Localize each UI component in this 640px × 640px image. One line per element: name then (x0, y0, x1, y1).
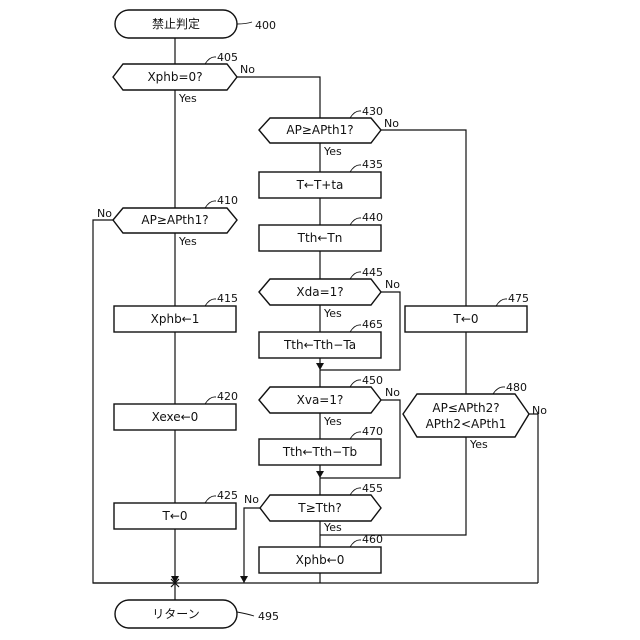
branch-label-yes: Yes (323, 415, 342, 428)
branch-label-yes: Yes (178, 92, 197, 105)
process-460: Xphb←0 460 (259, 533, 383, 573)
ref-leader (350, 325, 361, 332)
decision-445: Xda=1? 445 No Yes (259, 266, 400, 320)
branch-label-yes: Yes (323, 521, 342, 534)
process-425: T←0 425 (114, 489, 238, 529)
decision-430: AP≥APth1? 430 No Yes (259, 105, 399, 158)
ref-number-475: 475 (508, 292, 529, 305)
decision-445-label: Xda=1? (296, 285, 343, 299)
decision-450: Xva=1? 450 No Yes (259, 374, 400, 428)
process-440: Tth←Tn 440 (259, 211, 383, 251)
ref-leader (205, 496, 216, 503)
ref-number-445: 445 (362, 266, 383, 279)
branch-label-yes: Yes (323, 145, 342, 158)
branch-label-yes: Yes (469, 438, 488, 451)
branch-label-no: No (97, 207, 112, 220)
ref-number-450: 450 (362, 374, 383, 387)
process-420: Xexe←0 420 (114, 390, 238, 430)
ref-number-470: 470 (362, 425, 383, 438)
ref-number-420: 420 (217, 390, 238, 403)
process-465-label: Tth←Tth−Ta (283, 338, 356, 352)
ref-number-465: 465 (362, 318, 383, 331)
decision-455-label: T≥Tth? (297, 501, 341, 515)
process-435-label: T←T+ta (296, 178, 344, 192)
ref-number-435: 435 (362, 158, 383, 171)
arrowhead (240, 576, 248, 583)
ref-leader (350, 540, 361, 547)
ref-number-410: 410 (217, 194, 238, 207)
branch-label-no: No (385, 386, 400, 399)
branch-label-yes: Yes (323, 307, 342, 320)
arrowhead (316, 471, 324, 478)
process-475: T←0 475 (405, 292, 529, 332)
terminal-start-label: 禁止判定 (152, 16, 200, 31)
ref-leader (496, 299, 507, 306)
branch-label-no: No (532, 404, 547, 417)
ref-number-425: 425 (217, 489, 238, 502)
connector-405-no (237, 77, 320, 118)
decision-405: Xphb=0? 405 No Yes (113, 51, 255, 105)
connector-455-no (244, 508, 260, 583)
ref-leader (205, 57, 216, 64)
process-415-label: Xphb←1 (151, 312, 200, 326)
terminal-end-label: リターン (152, 607, 199, 621)
branch-label-no: No (240, 63, 255, 76)
branch-label-no: No (384, 117, 399, 130)
branch-label-yes: Yes (178, 235, 197, 248)
process-465: Tth←Tth−Ta 465 (259, 318, 383, 358)
process-470-label: Tth←Tth−Tb (282, 445, 357, 459)
ref-number-480: 480 (506, 381, 527, 394)
process-440-label: Tth←Tn (297, 231, 343, 245)
process-425-label: T←0 (161, 509, 187, 523)
branch-label-no: No (244, 493, 259, 506)
ref-leader (205, 299, 216, 306)
ref-number-400: 400 (255, 19, 276, 32)
decision-410-label: AP≥APth1? (141, 213, 208, 227)
ref-number-405: 405 (217, 51, 238, 64)
terminal-start: 禁止判定 400 (115, 10, 276, 38)
ref-leader (350, 218, 361, 225)
process-460-label: Xphb←0 (296, 553, 345, 567)
ref-leader (350, 165, 361, 172)
ref-leader (237, 22, 252, 24)
ref-leader (350, 272, 361, 279)
ref-leader (350, 432, 361, 439)
decision-405-label: Xphb=0? (147, 70, 202, 84)
process-475-label: T←0 (452, 312, 478, 326)
decision-480-label-line1: AP≤APth2? (432, 401, 499, 415)
decision-455: T≥Tth? 455 No Yes (244, 482, 383, 534)
process-435: T←T+ta 435 (259, 158, 383, 198)
ref-leader (493, 387, 505, 394)
process-420-label: Xexe←0 (152, 410, 199, 424)
ref-leader (350, 111, 361, 118)
ref-leader (350, 380, 361, 387)
ref-number-455: 455 (362, 482, 383, 495)
decision-480: AP≤APth2? APth2<APth1 480 No Yes (403, 381, 547, 451)
process-470: Tth←Tth−Tb 470 (259, 425, 383, 465)
branch-label-no: No (385, 278, 400, 291)
ref-leader (205, 397, 216, 404)
decision-450-label: Xva=1? (297, 393, 344, 407)
ref-number-460: 460 (362, 533, 383, 546)
ref-number-415: 415 (217, 292, 238, 305)
ref-leader (350, 488, 361, 495)
connector-480-no (529, 414, 538, 583)
process-415: Xphb←1 415 (114, 292, 238, 332)
decision-480-label-line2: APth2<APth1 (426, 417, 507, 431)
ref-number-495: 495 (258, 610, 279, 623)
arrowhead (316, 363, 324, 370)
ref-leader (205, 201, 216, 208)
ref-number-440: 440 (362, 211, 383, 224)
terminal-end: リターン 495 (115, 600, 279, 628)
ref-leader (237, 612, 254, 616)
ref-number-430: 430 (362, 105, 383, 118)
decision-430-label: AP≥APth1? (286, 123, 353, 137)
decision-410: AP≥APth1? 410 No Yes (97, 194, 238, 248)
